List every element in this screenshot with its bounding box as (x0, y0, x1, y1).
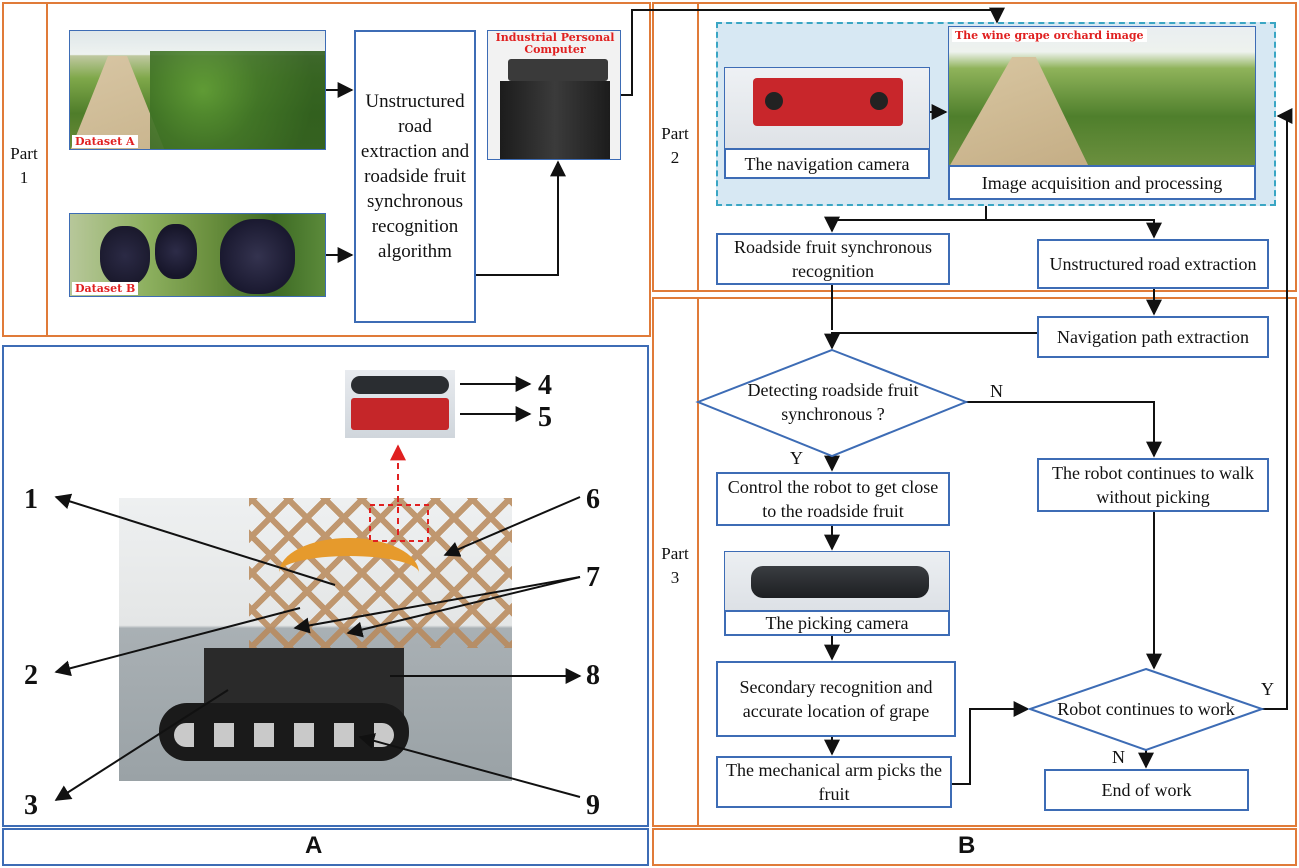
camera-inset-image (345, 370, 455, 438)
ipc-tower (500, 81, 610, 159)
panel-b-label: B (958, 832, 976, 859)
camera-5-body (351, 398, 449, 430)
camera-4-body (351, 376, 449, 394)
dataset-b-image: Dataset B (69, 213, 326, 297)
end-of-work-box: End of work (1044, 769, 1249, 811)
mechanical-arm-box: The mechanical arm picks the fruit (716, 756, 952, 808)
robot-num-1: 1 (24, 484, 38, 515)
part1-divider (46, 2, 48, 337)
dataset-b-label: Dataset B (72, 282, 139, 295)
ipc-label: Industrial Personal Computer (495, 31, 615, 56)
part3-label: Part 3 (661, 544, 689, 587)
robot-num-9: 9 (586, 790, 600, 821)
fruit-recognition-box: Roadside fruit synchronous recognition (716, 233, 950, 285)
orchard-road (949, 57, 1089, 165)
dataset-a-vines (150, 51, 325, 149)
panel-a-caption-frame (2, 828, 649, 866)
work-y-label: Y (1261, 679, 1274, 699)
dataset-a-image: Dataset A (69, 30, 326, 150)
part3-divider (697, 297, 699, 827)
road-extraction-box: Unstructured road extraction (1037, 239, 1269, 289)
navigation-path-box: Navigation path extraction (1037, 316, 1269, 358)
picking-camera-caption: The picking camera (724, 610, 950, 636)
ipc-image: Industrial Personal Computer (487, 30, 621, 160)
robot-track-wheels (174, 723, 394, 747)
decision-n-label: N (990, 381, 1003, 401)
picking-camera-image (724, 551, 950, 611)
image-acquisition-box: Image acquisition and processing (948, 165, 1256, 200)
robot-num-2: 2 (24, 660, 38, 691)
orchard-image: The wine grape orchard image (948, 26, 1256, 166)
robot-num-5: 5 (538, 402, 552, 433)
robot-num-6: 6 (586, 484, 600, 515)
work-decision-text: Robot continues to work (1057, 699, 1235, 719)
algorithm-box: Unstructured road extraction and roadsid… (354, 30, 476, 323)
robot-num-8: 8 (586, 660, 600, 691)
work-n-label: N (1112, 747, 1125, 767)
picking-camera-body (751, 566, 929, 598)
dataset-b-grapes-2 (155, 224, 197, 279)
part1-label: Part 1 (10, 144, 38, 187)
part2-divider (697, 2, 699, 292)
dataset-b-grapes-1 (100, 226, 150, 286)
decision-text: Detecting roadside fruit synchronous ? (747, 380, 919, 424)
panel-a-label: A (305, 832, 323, 859)
arm (279, 538, 419, 608)
continue-walk-box: The robot continues to walk without pick… (1037, 458, 1269, 512)
robot-num-3: 3 (24, 790, 38, 821)
part2-frame (652, 2, 1297, 292)
decision-y-label: Y (790, 448, 803, 468)
part1-frame (2, 2, 651, 337)
dataset-a-label: Dataset A (72, 135, 138, 148)
orchard-label: The wine grape orchard image (952, 29, 1147, 42)
nav-camera-lens-left (765, 92, 783, 110)
panel-a-frame (2, 345, 649, 827)
part3-frame (652, 297, 1297, 827)
nav-camera-lens-right (870, 92, 888, 110)
control-robot-box: Control the robot to get close to the ro… (716, 472, 950, 526)
robot-image (119, 498, 512, 781)
navigation-camera-caption: The navigation camera (724, 148, 930, 179)
panel-b-caption-frame (652, 828, 1297, 866)
part2-label: Part 2 (661, 124, 689, 167)
ipc-monitor (508, 59, 608, 81)
secondary-recognition-box: Secondary recognition and accurate locat… (716, 661, 956, 737)
robot-num-4: 4 (538, 370, 552, 401)
dataset-b-grapes-3 (220, 219, 295, 294)
robot-num-7: 7 (586, 562, 600, 593)
